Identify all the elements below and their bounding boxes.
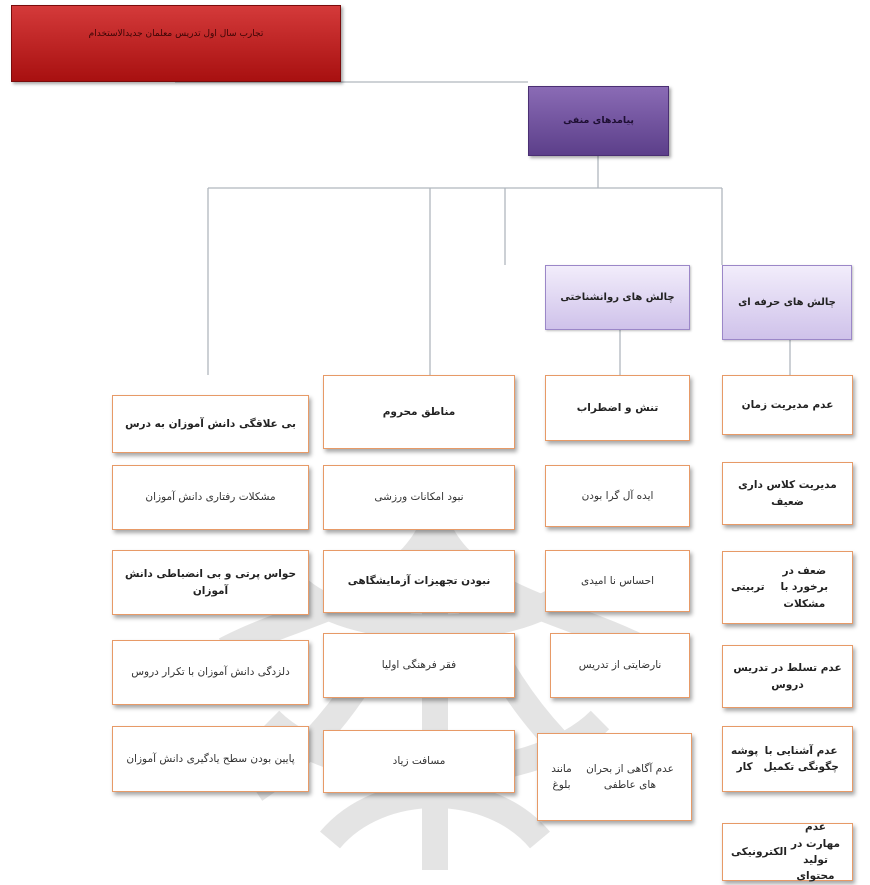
category-professional-challenges: چالش های حرفه ای [722, 265, 852, 340]
node-deprived-1: مناطق محروم [323, 375, 515, 449]
node-students-2: مشکلات رفتاری دانش آموزان [112, 465, 309, 530]
node-psychological-3: احساس نا امیدی [545, 550, 690, 612]
node-students-1: بی علاقگی دانش آموزان به درس [112, 395, 309, 453]
node-psychological-4: نارضایتی از تدریس [550, 633, 690, 698]
node-psychological-1: تنش و اضطراب [545, 375, 690, 441]
node-professional-4: عدم تسلط در تدریس دروس [722, 645, 853, 708]
category-psychological-challenges: چالش های روانشناختی [545, 265, 690, 330]
root-node: پیامدهای منفی [528, 86, 669, 156]
node-deprived-5: مسافت زیاد [323, 730, 515, 793]
node-students-3: حواس پرتی و بی انضباطی دانش آموزان [112, 550, 309, 615]
node-students-4: دلزدگی دانش آموزان با تکرار دروس [112, 640, 309, 705]
node-professional-2: مدیریت کلاس داری ضعیف [722, 462, 853, 525]
node-deprived-3: نبودن تجهیزات آزمایشگاهی [323, 550, 515, 613]
diagram-title: تجارب سال اول تدریس معلمان جدیدالاستخدام [11, 5, 341, 82]
node-deprived-2: نبود امکانات ورزشی [323, 465, 515, 530]
node-professional-1: عدم مدیریت زمان [722, 375, 853, 435]
node-psychological-2: ایده آل گرا بودن [545, 465, 690, 527]
node-students-5: پایین بودن سطح یادگیری دانش آموزان [112, 726, 309, 792]
node-deprived-4: فقر فرهنگی اولیا [323, 633, 515, 698]
